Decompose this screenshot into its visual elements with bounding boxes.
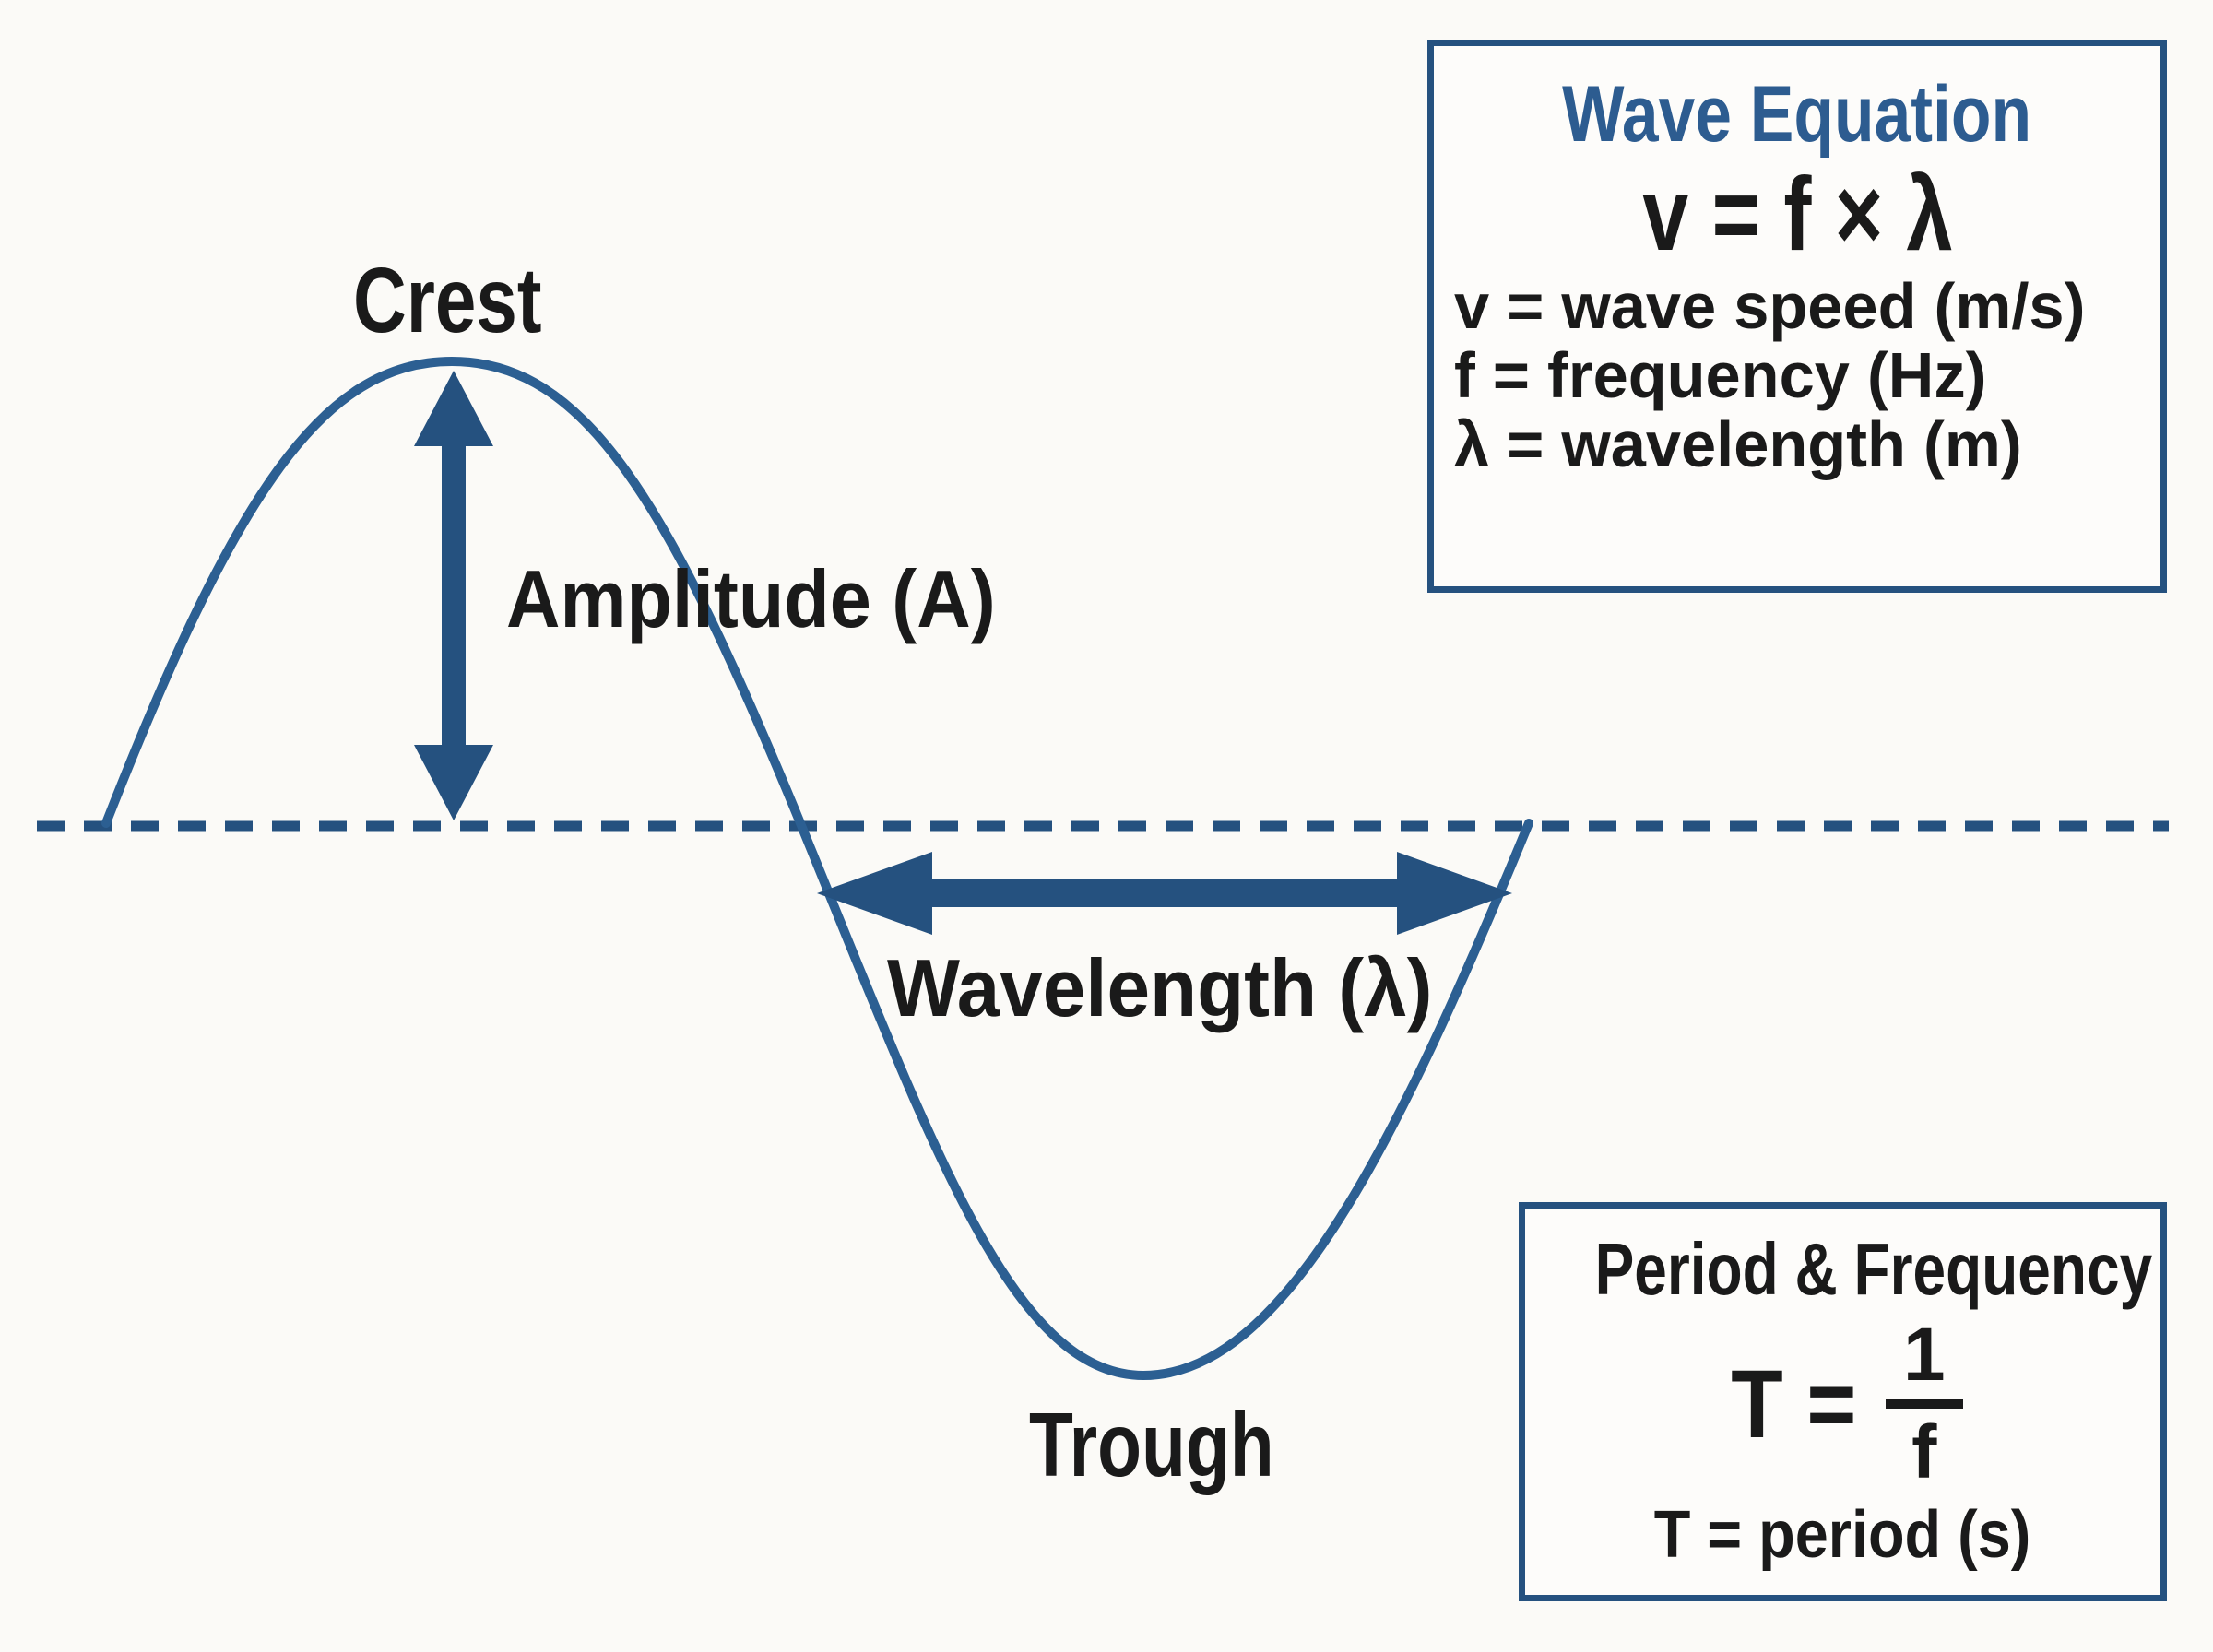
period-definition-row: T = period (s) (1525, 1498, 2160, 1572)
definition-frequency: f = frequency (Hz) (1454, 339, 1987, 411)
fraction-denominator: f (1911, 1410, 1937, 1494)
amplitude-arrow-icon (414, 371, 493, 820)
period-formula-lhs: T = (1731, 1350, 1857, 1458)
period-definition: T = period (s) (1654, 1498, 2031, 1572)
wavelength-arrow-icon (817, 852, 1512, 935)
amplitude-label: Amplitude (A) (506, 553, 996, 644)
wavelength-label: Wavelength (λ) (887, 942, 1433, 1033)
period-frequency-box: Period & Frequency T = 1 f T = period (s… (1519, 1202, 2167, 1601)
wave-equation-definitions: v = wave speed (m/s) f = frequency (Hz) … (1454, 272, 2085, 479)
wave-equation-title: Wave Equation (1562, 70, 2032, 159)
fraction-bar (1885, 1399, 1963, 1409)
definition-wave-speed: v = wave speed (m/s) (1454, 270, 2086, 342)
wave-equation-title-row: Wave Equation (1434, 71, 2160, 159)
definition-wavelength: λ = wavelength (m) (1454, 408, 2022, 480)
period-frequency-title: Period & Frequency (1594, 1228, 2153, 1310)
period-title-row: Period & Frequency (1525, 1229, 2160, 1310)
trough-label: Trough (1029, 1394, 1274, 1495)
wave-equation-box: Wave Equation v = f × λ v = wave speed (… (1427, 40, 2167, 593)
wave-equation-formula: v = f × λ (1641, 156, 1953, 272)
sine-wave-curve (101, 356, 1533, 1381)
wave-equation-formula-row: v = f × λ (1434, 156, 2160, 272)
crest-label: Crest (353, 249, 542, 352)
period-formula-fraction: 1 f (1885, 1313, 1963, 1494)
fraction-numerator: 1 (1903, 1313, 1946, 1397)
period-formula: T = 1 f (1525, 1317, 2160, 1491)
